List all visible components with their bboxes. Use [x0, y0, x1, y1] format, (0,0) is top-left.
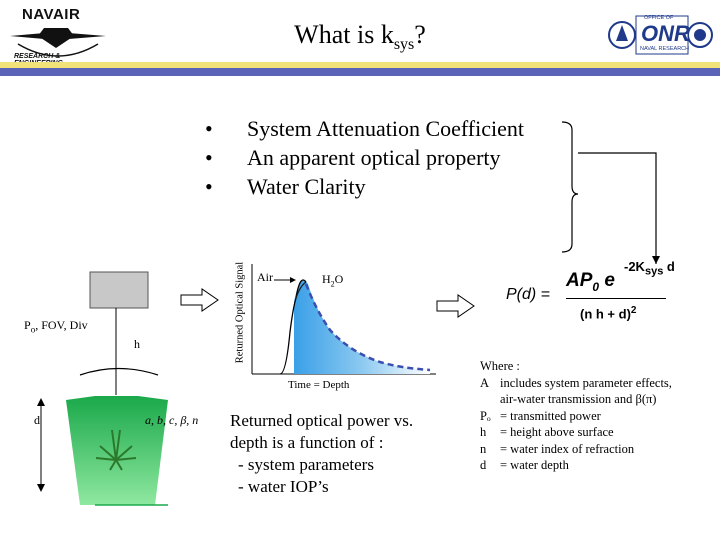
title-bar-blue: [0, 68, 720, 76]
arrow-to-equation: [436, 294, 476, 318]
legend-row: h= height above surface: [480, 424, 672, 441]
plot-y-axis-label: Returned Optical Signal: [235, 243, 246, 383]
bullet-item: •Water Clarity: [205, 172, 524, 201]
bullet-brace-arrow: [560, 118, 670, 268]
equation-denominator: (n h + d)2: [580, 305, 636, 321]
bullet-list: •System Attenuation Coefficient •An appa…: [205, 114, 524, 201]
legend-heading: Where :: [480, 358, 672, 375]
legend-row: Pₒ= transmitted power: [480, 408, 672, 425]
legend-row: n= water index of refraction: [480, 441, 672, 458]
legend-row: air-water transmission and β(π): [480, 391, 672, 408]
iop-params-label: a, b, c, β, n: [145, 413, 198, 428]
depth-label: d: [34, 413, 40, 428]
equation-numerator: AP0 e: [566, 270, 615, 294]
bullet-item: •An apparent optical property: [205, 143, 524, 172]
plot-caption: Returned optical power vs. depth is a fu…: [230, 410, 413, 498]
plot-water-label: H2O: [322, 272, 343, 288]
plot-x-axis-label: Time = Depth: [288, 379, 349, 391]
page-title: What is ksys?: [0, 20, 720, 54]
bullet-item: •System Attenuation Coefficient: [205, 114, 524, 143]
equation-lhs: P(d) =: [506, 286, 550, 304]
legend-row: d= water depth: [480, 457, 672, 474]
sensor-label: Po, FOV, Div: [24, 318, 88, 334]
arrow-to-plot: [180, 288, 220, 312]
equation-exponent: -2Ksys d: [624, 259, 675, 278]
plot-air-label: Air: [257, 270, 273, 285]
equation-fraction-bar: [566, 298, 666, 299]
return-signal-plot: [250, 262, 440, 382]
height-label: h: [134, 337, 140, 352]
